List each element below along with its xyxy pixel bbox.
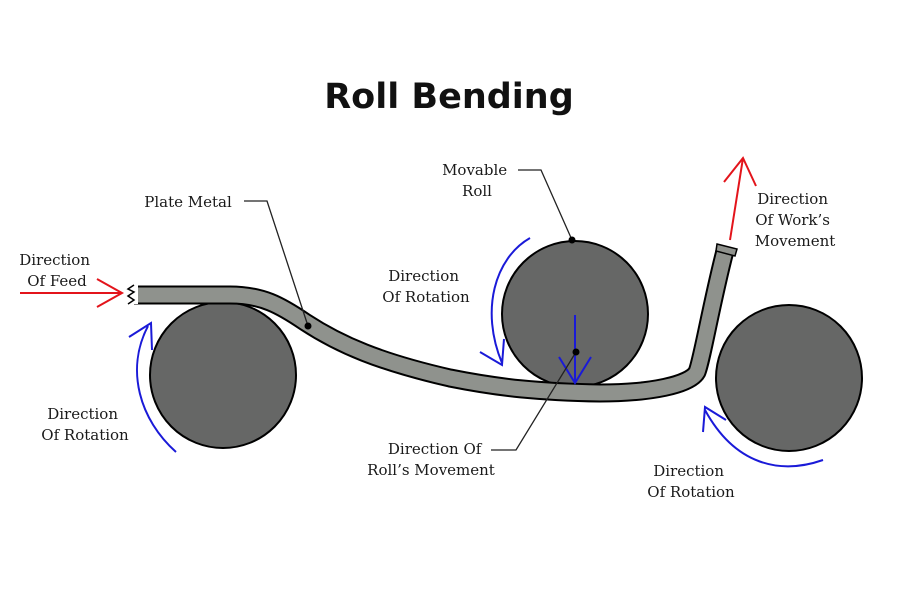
plate-broken-end (126, 284, 136, 305)
movable-roll-label: Movable Roll (442, 161, 512, 200)
roll-movement-leader (491, 348, 580, 451)
work-movement-arrow (723, 156, 757, 241)
label-line: Of Work’s (755, 211, 830, 229)
label-line: Direction (388, 267, 459, 285)
right-rotation-arrow (702, 405, 824, 468)
roll-movement-label: Direction Of Roll’s Movement (367, 440, 495, 479)
label-line: Plate Metal (144, 193, 232, 211)
label-line: Of Rotation (382, 288, 470, 306)
left-roll (149, 301, 297, 449)
label-line: Direction Of (388, 440, 483, 458)
label-line: Of Feed (27, 272, 87, 290)
label-line: Of Rotation (41, 426, 129, 444)
direction-of-feed-label: Direction Of Feed (19, 251, 95, 290)
middle-rotation-label: Direction Of Rotation (382, 267, 470, 306)
label-line: Roll (462, 182, 492, 200)
plate-metal-label: Plate Metal (144, 193, 232, 211)
label-line: Direction (653, 462, 724, 480)
middle-rotation-arrow (479, 237, 531, 367)
label-line: Of Rotation (647, 483, 735, 501)
plate-metal (126, 243, 738, 403)
left-rotation-label: Direction Of Rotation (41, 405, 129, 444)
left-rotation-arrow (128, 321, 177, 453)
label-line: Direction (757, 190, 828, 208)
label-line: Direction (19, 251, 90, 269)
movable-roll-leader (518, 169, 576, 244)
right-roll (715, 304, 863, 452)
label-line: Movable (442, 161, 507, 179)
label-line: Movement (755, 232, 836, 250)
diagram-title: Roll Bending (324, 77, 574, 117)
feed-arrow (20, 278, 125, 308)
plate-metal-leader (244, 200, 312, 330)
plate-end-cap (715, 243, 738, 257)
label-line: Roll’s Movement (367, 461, 495, 479)
right-rotation-label: Direction Of Rotation (647, 462, 735, 501)
label-line: Direction (47, 405, 118, 423)
work-movement-label: Direction Of Work’s Movement (755, 190, 836, 250)
